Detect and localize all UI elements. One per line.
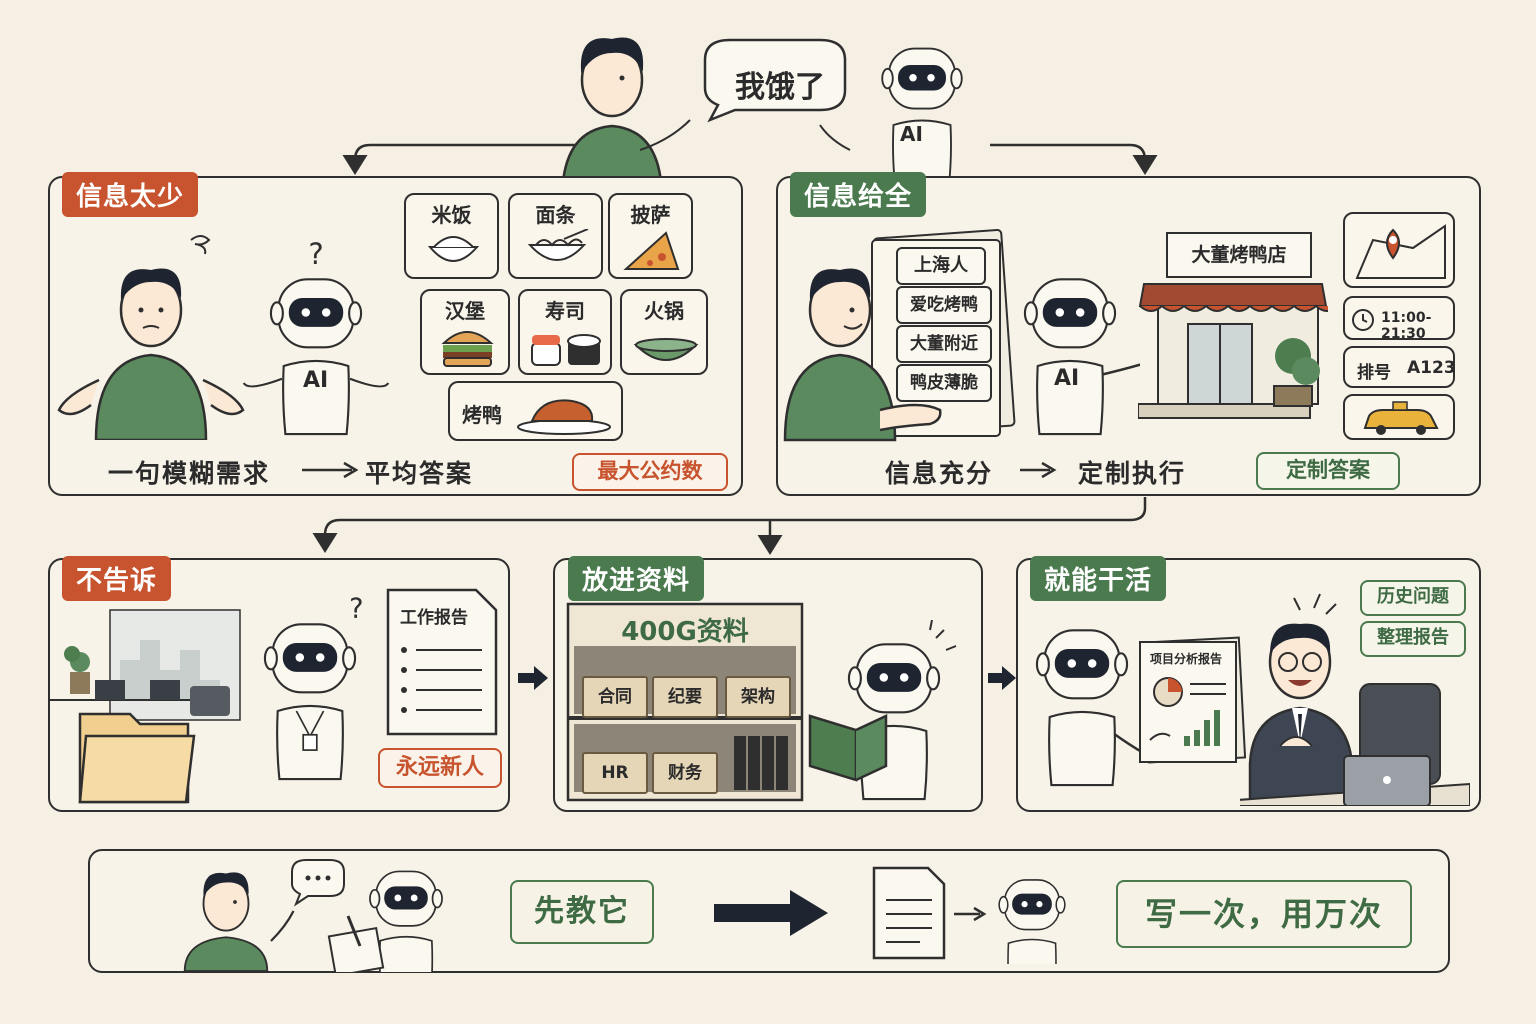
doc-to-robot [870,864,1070,964]
badge-write-once: 写一次，用万次 [1116,880,1412,948]
arrow-left-branch [355,145,575,170]
queue-card: 排号 A123 [1343,346,1455,388]
panel3-robot: ? [250,580,380,790]
top-robot-label: AI [900,122,923,146]
box-hr: HR [582,752,648,794]
tag-can-work: 就能干活 [1030,556,1166,601]
info-card-likes-duck: 爱吃烤鸭 [896,286,992,324]
tag-full-info: 信息给全 [790,172,926,217]
burger-icon [440,325,495,369]
tag-add-materials: 放进资料 [568,556,704,601]
office-scene [50,590,250,805]
book-icon [810,716,856,780]
flow2-right: 定制执行 [1078,454,1186,490]
panel2-robot-label: AI [1054,366,1079,391]
food-chip-noodles: 面条 [508,193,603,279]
info-card-crispy-skin: 鸭皮薄脆 [896,364,992,402]
flow2-left: 信息充分 [885,454,993,490]
info-card-near-dadong: 大董附近 [896,325,992,363]
hours-card: 11:00-21:30 [1343,296,1455,340]
panel5-robot [1022,606,1152,796]
food-chip-roast-duck: 烤鸭 [448,381,623,441]
map-pin-icon [1353,220,1449,282]
roast-duck-icon [512,391,617,437]
food-chip-burger: 汉堡 [420,289,510,375]
shelf-title: 400G资料 [570,611,800,648]
box-finance: 财务 [652,752,718,794]
box-architecture: 架构 [725,676,791,718]
reading-robot [806,620,976,805]
flow2-arrow-icon [1018,460,1058,480]
tag-too-little-info: 信息太少 [62,172,198,217]
id-badge-icon [303,735,317,750]
work-report-title: 工作报告 [400,603,468,628]
chat-bubble-icon [292,860,344,904]
food-chip-hotpot: 火锅 [620,289,708,375]
map-card [1343,212,1455,288]
flow1-left: 一句模糊需求 [108,454,270,490]
manager-scene [1240,584,1470,806]
question-icon: ? [308,237,323,271]
question-icon: ? [349,594,363,625]
badge-gcd: 最大公约数 [572,453,728,491]
food-chip-rice: 米饭 [404,193,499,279]
store-sign: 大董烤鸭店 [1166,232,1312,278]
speech-text: 我饿了 [735,62,825,106]
badge-organize-report: 整理报告 [1360,621,1466,657]
teaching-scene [180,856,460,972]
badge-teach-first: 先教它 [510,880,654,944]
panel1-scene: ? [56,220,436,440]
sushi-icon [528,325,606,369]
big-arrow-icon [712,888,830,938]
pizza-icon [622,229,682,273]
clock-icon [1351,308,1375,332]
hotpot-icon [632,325,700,369]
taxi-icon [1359,400,1443,438]
taxi-card [1343,394,1455,440]
panel1-robot-label: AI [303,368,328,393]
info-card-shanghai: 上海人 [896,247,986,285]
arrow-p4-p5-icon [986,664,1018,692]
food-chip-pizza: 披萨 [608,193,693,279]
noodle-bowl-icon [524,229,590,273]
flow1-right: 平均答案 [365,454,473,490]
flow1-arrow-icon [300,460,360,480]
badge-forever-new: 永远新人 [378,748,502,788]
food-chip-sushi: 寿司 [518,289,612,375]
arrow-right-branch [990,145,1145,170]
badge-history-issues: 历史问题 [1360,580,1466,616]
arrow-down-left [325,497,1145,548]
dizzy-icon [191,236,209,254]
box-minutes: 纪要 [652,676,718,718]
box-contracts: 合同 [582,676,648,718]
rice-bowl-icon [426,229,481,273]
project-report-title: 项目分析报告 [1150,650,1222,667]
badge-custom-answer: 定制答案 [1256,452,1400,490]
arrow-p3-p4-icon [516,664,550,692]
